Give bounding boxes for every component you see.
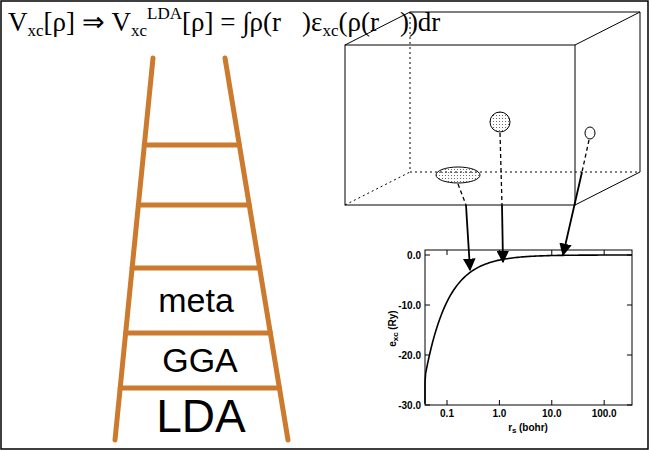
tick-label: 100.0 bbox=[592, 408, 617, 419]
formula-text: [ρ] = ∫ρ(r⃗)ε bbox=[182, 7, 322, 38]
ladder-rung-label: meta bbox=[158, 281, 234, 320]
formula-text: V bbox=[8, 7, 28, 38]
formula-text: (ρ(r⃗))dr⃗ bbox=[338, 7, 461, 38]
formula-text: e bbox=[386, 341, 397, 347]
formula-text: r bbox=[508, 422, 512, 433]
exc-curve bbox=[425, 255, 632, 404]
tick-label: -10.0 bbox=[398, 300, 421, 311]
leader-arrows bbox=[458, 133, 589, 270]
superscript: LDA bbox=[147, 4, 182, 24]
subscript: xc bbox=[28, 21, 44, 41]
ladder bbox=[115, 58, 288, 440]
ladder-rung-label: LDA bbox=[156, 389, 245, 443]
density-spheres bbox=[436, 112, 595, 183]
tick-label: 10.0 bbox=[542, 408, 561, 419]
subscript: s bbox=[512, 426, 516, 435]
box-3d bbox=[345, 12, 640, 205]
tick-label: 0.1 bbox=[440, 408, 454, 419]
tick-label: -20.0 bbox=[398, 350, 421, 361]
plot-frame bbox=[425, 250, 632, 405]
y-axis-title: exc (Ry) bbox=[386, 310, 397, 346]
subscript: xc bbox=[391, 332, 400, 341]
ladder-rung-label: GGA bbox=[162, 341, 238, 380]
subscript: xc bbox=[322, 21, 338, 41]
x-axis-title: rs(bohr) bbox=[508, 422, 548, 433]
tick-label: 0.0 bbox=[407, 250, 421, 261]
formula-text: (bohr) bbox=[519, 422, 548, 433]
subscript: xc bbox=[131, 21, 147, 41]
tick-label: 1.0 bbox=[492, 408, 506, 419]
formula-text: (Ry) bbox=[386, 310, 397, 329]
axis-ticks bbox=[425, 250, 632, 405]
formula: Vxc[ρ] ⇒ VxcLDA[ρ] = ∫ρ(r⃗)εxc(ρ(r⃗))dr⃗ bbox=[8, 6, 461, 38]
formula-text: [ρ] ⇒ V bbox=[44, 6, 131, 38]
tick-label: -30.0 bbox=[398, 400, 421, 411]
